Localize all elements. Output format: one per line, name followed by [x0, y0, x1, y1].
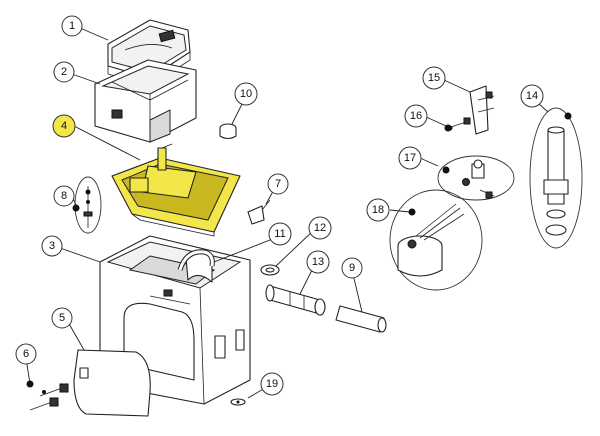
svg-text:11: 11 [274, 228, 285, 240]
part-19-foot[interactable] [230, 398, 246, 406]
svg-text:13: 13 [312, 256, 324, 268]
part-12-washer[interactable] [260, 264, 280, 276]
svg-text:5: 5 [59, 312, 65, 324]
svg-text:12: 12 [314, 222, 326, 234]
callout-6[interactable]: 6 [15, 343, 37, 365]
callout-11[interactable]: 11 [268, 222, 292, 246]
svg-text:3: 3 [49, 240, 55, 252]
svg-text:16: 16 [410, 110, 422, 122]
callout-3[interactable]: 3 [41, 235, 63, 257]
part-6-screws[interactable] [29, 383, 69, 411]
svg-text:15: 15 [428, 72, 440, 84]
svg-text:2: 2 [61, 66, 67, 78]
callout-7[interactable]: 7 [267, 173, 289, 195]
svg-text:8: 8 [61, 190, 67, 202]
part-8-screw-set[interactable] [74, 176, 102, 234]
callout-9[interactable]: 9 [341, 257, 363, 279]
callout-1[interactable]: 1 [61, 15, 83, 37]
svg-text:17: 17 [404, 152, 416, 164]
callout-14[interactable]: 14 [520, 84, 544, 108]
callout-2[interactable]: 2 [53, 61, 75, 83]
svg-text:1: 1 [69, 20, 75, 32]
callout-8[interactable]: 8 [53, 185, 75, 207]
part-4-tray[interactable] [111, 143, 241, 237]
part-10-cap[interactable] [219, 123, 237, 140]
part-18-spool[interactable] [389, 189, 483, 291]
part-2-upper-housing[interactable] [94, 59, 197, 143]
svg-text:10: 10 [240, 88, 252, 100]
part-17-valve-group[interactable] [437, 155, 515, 201]
part-15-bracket[interactable] [469, 85, 495, 135]
callout-18[interactable]: 18 [366, 198, 390, 222]
callout-10[interactable]: 10 [234, 82, 258, 106]
callout-dots [26, 112, 572, 388]
callout-5[interactable]: 5 [51, 307, 73, 329]
part-5-front-panel[interactable] [73, 349, 151, 417]
callout-15[interactable]: 15 [422, 66, 446, 90]
part-1-lid[interactable] [107, 19, 191, 87]
svg-text:4: 4 [61, 120, 67, 132]
callout-4[interactable]: 4 [52, 114, 76, 138]
part-7-fitting[interactable] [247, 199, 271, 225]
callout-17[interactable]: 17 [398, 146, 422, 170]
svg-text:19: 19 [266, 378, 278, 390]
callout-12[interactable]: 12 [308, 216, 332, 240]
callout-19[interactable]: 19 [260, 372, 284, 396]
svg-text:9: 9 [349, 262, 355, 274]
svg-text:18: 18 [372, 204, 384, 216]
part-11-hose[interactable] [177, 249, 215, 271]
leader-lines [25, 27, 549, 399]
callout-16[interactable]: 16 [404, 104, 428, 128]
callout-13[interactable]: 13 [306, 250, 330, 274]
svg-text:14: 14 [526, 90, 538, 102]
part-9-pipe[interactable] [335, 305, 387, 333]
svg-text:7: 7 [275, 178, 281, 190]
svg-text:6: 6 [23, 348, 29, 360]
part-13-drain-pipe[interactable] [265, 284, 326, 316]
part-14-cartridge[interactable] [529, 107, 583, 249]
